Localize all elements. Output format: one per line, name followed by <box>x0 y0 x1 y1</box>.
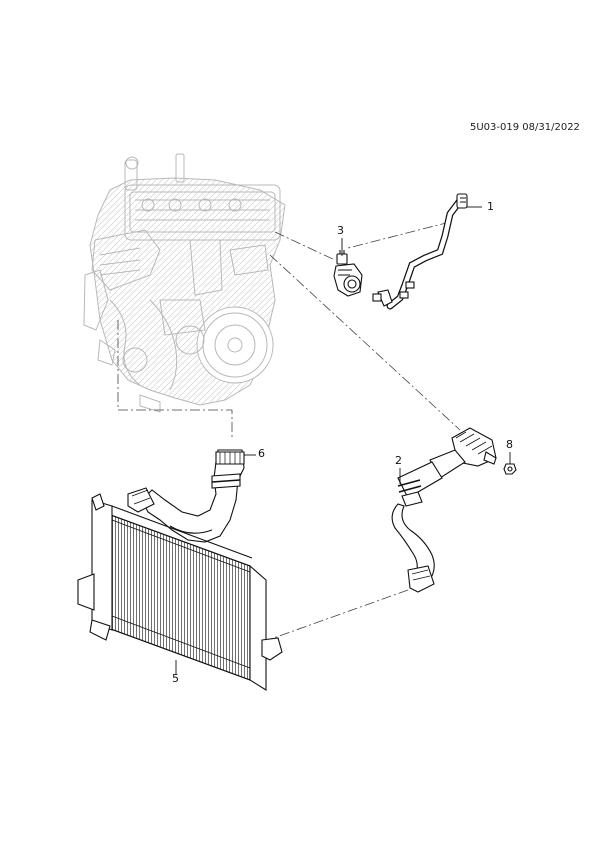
part-3-valve <box>333 250 363 297</box>
callout-1: 1 <box>487 200 494 213</box>
drawing-reference: 5U03-019 08/31/2022 <box>470 122 580 133</box>
callout-2: 2 <box>395 454 402 467</box>
part-1-hose <box>372 193 468 310</box>
part-8-nut <box>503 463 517 475</box>
part-2-charge-air-hose <box>391 427 497 593</box>
callout-3: 3 <box>337 224 344 237</box>
callout-leaders <box>175 206 511 674</box>
engine-block <box>83 153 286 413</box>
callout-8: 8 <box>506 438 513 451</box>
callout-6: 6 <box>258 447 265 460</box>
leader-lines <box>117 221 461 641</box>
part-6-charge-pipe <box>127 449 245 543</box>
callout-5: 5 <box>172 672 179 685</box>
part-5-intercooler <box>77 493 283 691</box>
